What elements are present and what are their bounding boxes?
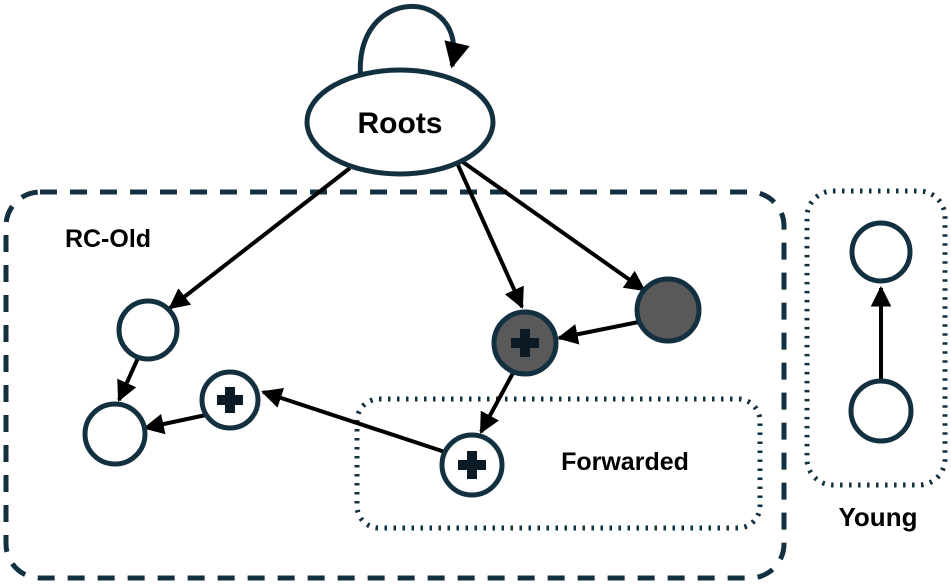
node-rc-a-shape[interactable] bbox=[116, 298, 180, 362]
node-young-bottom-shape[interactable] bbox=[848, 378, 914, 444]
rc-old-label: RC-Old bbox=[65, 225, 151, 253]
node-rc-b-shape[interactable] bbox=[82, 401, 148, 467]
edge-rc-a-to-rc-b bbox=[117, 357, 140, 402]
edge-roots-to-gray-plus bbox=[456, 164, 524, 309]
edge-gray-plus-to-fwd-plus bbox=[479, 372, 515, 434]
edge-rc-plus-to-rc-b bbox=[142, 413, 207, 435]
node-young-top-shape[interactable] bbox=[849, 220, 913, 284]
node-rc-plus[interactable] bbox=[199, 369, 261, 431]
plus-icon bbox=[458, 451, 486, 479]
young-label: Young bbox=[839, 502, 918, 532]
edge-roots-to-rc-a bbox=[168, 166, 352, 310]
node-rc-a[interactable] bbox=[116, 298, 180, 362]
node-roots-label: Roots bbox=[358, 107, 443, 140]
region-rc-old: RC-Old bbox=[3, 189, 787, 581]
node-young-bottom[interactable] bbox=[848, 378, 914, 444]
region-young: Young bbox=[804, 188, 948, 532]
node-gray-plus[interactable] bbox=[491, 309, 559, 377]
forwarded-border bbox=[354, 396, 763, 531]
edge-layer bbox=[117, 4, 892, 454]
rc-old-border bbox=[3, 189, 787, 581]
plus-icon bbox=[217, 387, 243, 413]
node-roots[interactable]: Roots bbox=[304, 67, 496, 177]
node-rc-b[interactable] bbox=[82, 401, 148, 467]
region-forwarded: Forwarded bbox=[354, 396, 763, 531]
edge-roots-self-loop bbox=[357, 4, 470, 83]
node-young-top[interactable] bbox=[849, 220, 913, 284]
edge-roots-to-gray-plain bbox=[458, 158, 646, 292]
node-fwd-plus[interactable] bbox=[439, 432, 505, 498]
forwarded-label: Forwarded bbox=[561, 448, 689, 476]
node-gray-plain[interactable] bbox=[634, 276, 702, 344]
node-roots-shape[interactable] bbox=[304, 67, 496, 177]
edge-fwd-plus-to-rc-plus bbox=[261, 387, 446, 454]
plus-icon bbox=[511, 329, 539, 357]
node-gray-plain-shape[interactable] bbox=[634, 276, 702, 344]
young-border bbox=[804, 188, 948, 488]
node-layer: Roots bbox=[82, 67, 914, 498]
edge-gray-plain-to-gray-plus bbox=[556, 320, 640, 345]
